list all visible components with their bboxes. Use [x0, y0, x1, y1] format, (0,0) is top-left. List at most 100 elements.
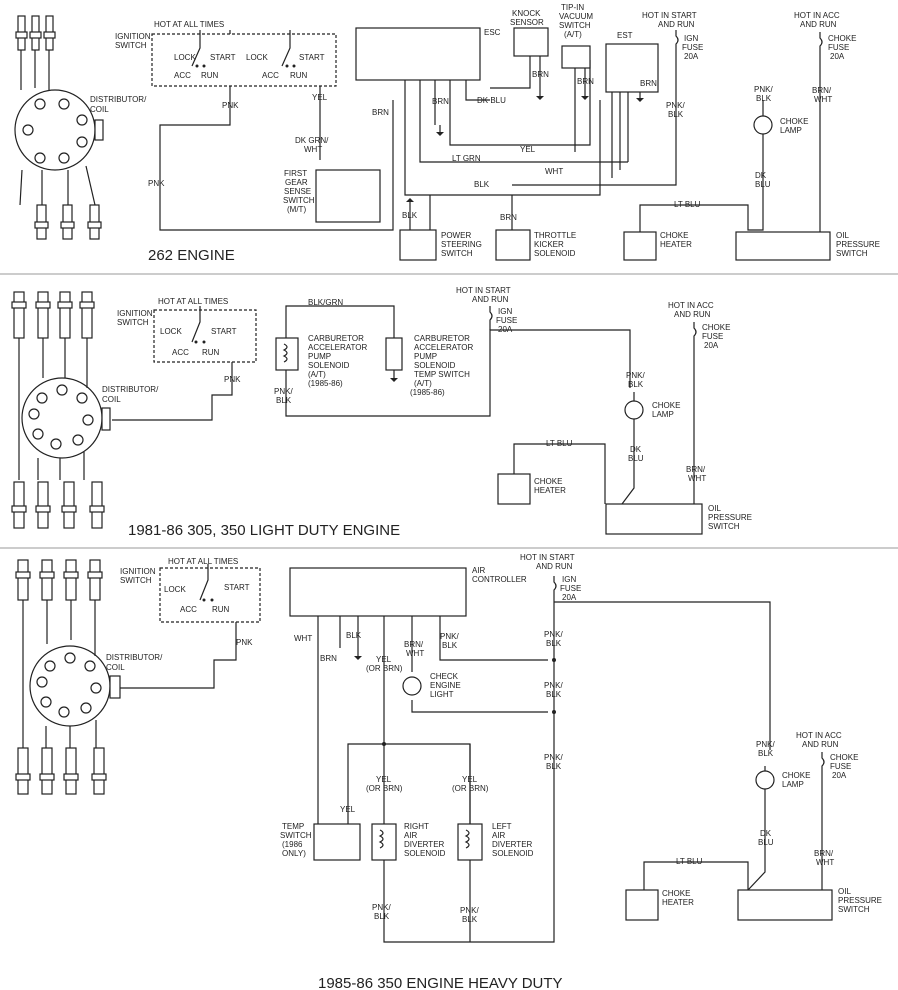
label-hot-acc-2b: AND RUN	[674, 310, 711, 319]
label-switch-fg: SWITCH	[283, 196, 315, 205]
choke-lamp-3	[755, 770, 775, 790]
label-sense: SENSE	[284, 187, 311, 196]
label-ltblu-1: LT BLU	[674, 200, 701, 209]
label-dkgrn-1: DK GRN/	[295, 136, 329, 145]
spark-plugs-top-3	[15, 559, 103, 601]
label-choke-fuse-3: CHOKE	[830, 753, 858, 762]
right-air-diverter-solenoid	[371, 823, 397, 861]
label-at-tip: (A/T)	[564, 30, 582, 39]
label-brn-slash-3: BRN/	[404, 640, 424, 649]
label-left: LEFT	[492, 822, 512, 831]
label-kicker: KICKER	[534, 240, 564, 249]
choke-heater-3	[625, 889, 659, 921]
label-light: LIGHT	[430, 690, 454, 699]
label-mt: (M/T)	[287, 205, 306, 214]
label-acc-2: ACC	[172, 348, 189, 357]
label-controller: CONTROLLER	[472, 575, 527, 584]
label-blk-ls: BLK	[462, 915, 478, 924]
label-right: RIGHT	[404, 822, 429, 831]
oil-pressure-switch-3	[737, 889, 833, 921]
label-pressure-1: PRESSURE	[836, 240, 880, 249]
label-ignition-1: IGNITION	[115, 32, 151, 41]
section-light-duty: DISTRIBUTOR/ COIL HOT AT ALL TIMES IGNIT…	[11, 286, 752, 539]
label-blu-2: BLU	[628, 454, 644, 463]
label-power: POWER	[441, 231, 471, 240]
label-fuse-3b: FUSE	[830, 762, 851, 771]
section-title-262: 262 ENGINE	[148, 247, 235, 264]
label-ignition-2: IGNITION	[117, 309, 153, 318]
label-pump-1: PUMP	[308, 352, 331, 361]
label-switch-ps: SWITCH	[441, 249, 473, 258]
label-20a-1b: 20A	[830, 52, 845, 61]
label-accel-1: ACCELERATOR	[308, 343, 367, 352]
label-start-3: START	[224, 583, 250, 592]
choke-heater-2	[497, 473, 531, 505]
label-blk-3e: BLK	[546, 762, 562, 771]
air-controller	[289, 567, 467, 617]
label-heater-2: HEATER	[534, 486, 566, 495]
label-run-1a: RUN	[201, 71, 219, 80]
label-only: ONLY)	[282, 849, 306, 858]
label-check: CHECK	[430, 672, 459, 681]
label-sensor: SENSOR	[510, 18, 544, 27]
label-blk-cl1: BLK	[756, 94, 772, 103]
label-switch-oil-2: SWITCH	[708, 522, 740, 531]
label-wht-3b: WHT	[406, 649, 424, 658]
oil-pressure-switch-1	[735, 231, 831, 261]
label-diverter-r: DIVERTER	[404, 840, 445, 849]
label-acc-1b: ACC	[262, 71, 279, 80]
label-gear: GEAR	[285, 178, 308, 187]
label-brn-tip: BRN	[577, 77, 594, 86]
label-brn-slash-2: BRN/	[686, 465, 706, 474]
label-blkgrn: BLK/GRN	[308, 298, 343, 307]
ignition-switch-box-2	[153, 309, 257, 363]
label-wht-3: WHT	[294, 634, 312, 643]
temp-switch	[313, 823, 361, 861]
label-est: EST	[617, 31, 633, 40]
power-steering-switch	[399, 229, 437, 261]
label-air-r: AIR	[404, 831, 418, 840]
label-pnk-cl2: PNK/	[626, 371, 645, 380]
label-wht-3c: WHT	[816, 858, 834, 867]
label-fuse-1b: FUSE	[828, 43, 849, 52]
label-choke-fuse-1: CHOKE	[828, 34, 856, 43]
label-solenoid-tk: SOLENOID	[534, 249, 576, 258]
label-solenoid-l: SOLENOID	[492, 849, 534, 858]
label-ltgrn: LT GRN	[452, 154, 481, 163]
label-brn-tk: BRN	[500, 213, 517, 222]
label-dk-2: DK	[630, 445, 642, 454]
label-oil-2: OIL	[708, 504, 721, 513]
label-ltblu-2: LT BLU	[546, 439, 573, 448]
label-distributor-3: DISTRIBUTOR/	[106, 653, 163, 662]
label-pnk-3d: PNK/	[544, 681, 563, 690]
label-ign-2: IGN	[498, 307, 512, 316]
accelerator-pump-temp-switch	[385, 337, 403, 371]
label-distributor-2: DISTRIBUTOR/	[102, 385, 159, 394]
label-brn-slash-3b: BRN/	[814, 849, 834, 858]
label-diverter-l: DIVERTER	[492, 840, 533, 849]
label-throttle: THROTTLE	[534, 231, 576, 240]
label-solenoid-1: SOLENOID	[308, 361, 350, 370]
label-blk-cl3: BLK	[758, 749, 774, 758]
label-lock-3: LOCK	[164, 585, 186, 594]
label-switch-2: SWITCH	[117, 318, 149, 327]
label-yel-1b: YEL	[520, 145, 536, 154]
label-hot-acc-3a: HOT IN ACC	[796, 731, 842, 740]
label-hot-all-times-3: HOT AT ALL TIMES	[168, 557, 238, 566]
label-blk-ps: BLK	[402, 211, 418, 220]
label-at-2: (A/T)	[414, 379, 432, 388]
label-ign-3: IGN	[562, 575, 576, 584]
label-start-2: START	[211, 327, 237, 336]
label-esc: ESC	[484, 28, 501, 37]
label-yrs-2: (1985-86)	[410, 388, 445, 397]
label-hot-all-times-2: HOT AT ALL TIMES	[158, 297, 228, 306]
esc-module	[355, 27, 481, 81]
oil-pressure-switch-2	[605, 503, 703, 535]
tip-in-vacuum-switch	[561, 45, 591, 69]
label-fuse-1: FUSE	[682, 43, 703, 52]
label-pressure-2: PRESSURE	[708, 513, 752, 522]
label-wht-1c: WHT	[814, 95, 832, 104]
label-choke-3: CHOKE	[782, 771, 810, 780]
spark-plugs-bottom-2	[11, 481, 105, 529]
label-pump-2: PUMP	[414, 352, 437, 361]
